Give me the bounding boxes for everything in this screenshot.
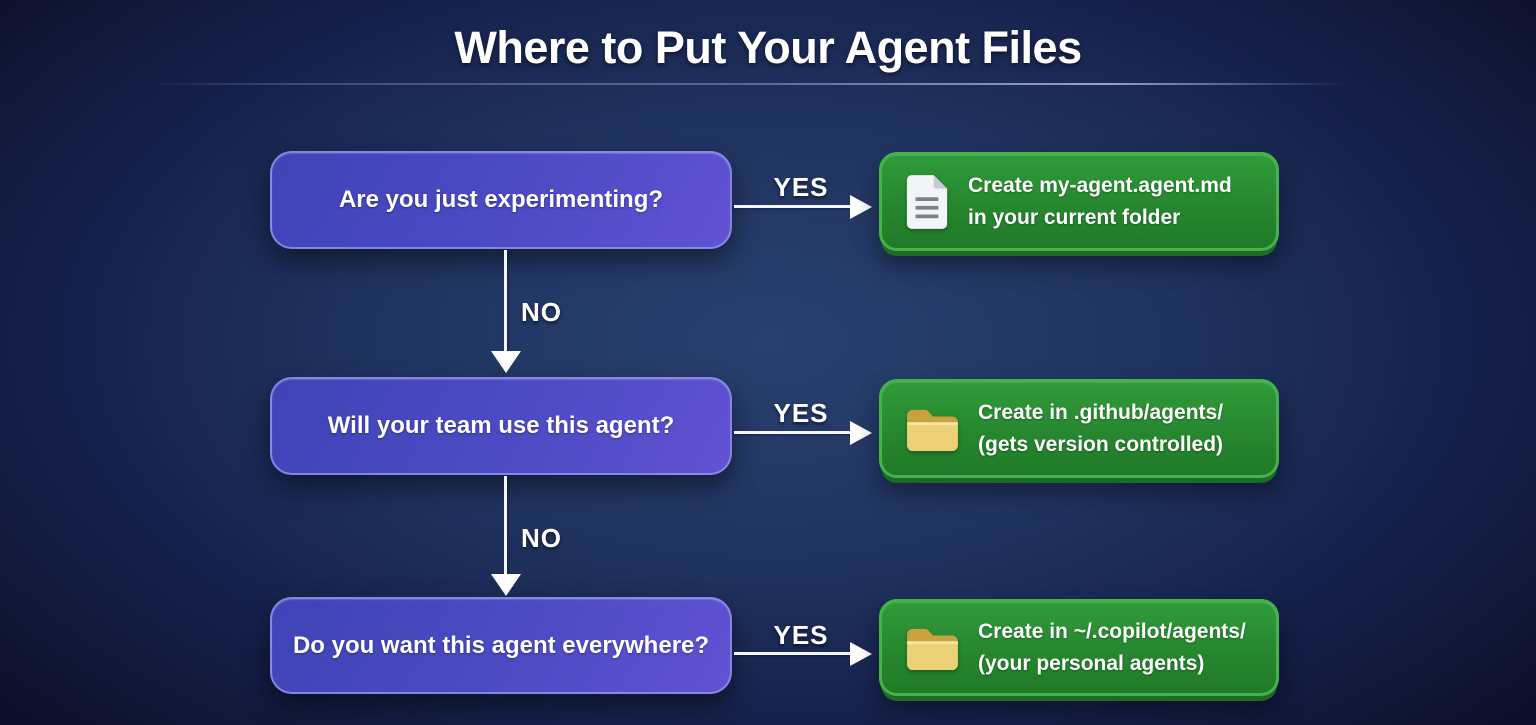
question-text: Do you want this agent everywhere? (292, 631, 710, 659)
yes-arrow-line-2 (734, 431, 854, 434)
yes-label-1: YES (773, 172, 829, 202)
page-title: Where to Put Your Agent Files (454, 22, 1082, 73)
no-arrow-line-1 (504, 250, 507, 353)
answer-text: Create in ~/.copilot/agents/ (your perso… (978, 616, 1246, 679)
no-label-1: NO (521, 297, 562, 327)
question-box-agent-everywhere: Do you want this agent everywhere? (270, 597, 732, 694)
no-label-2: NO (521, 523, 562, 553)
answer-box-current-folder: Create my-agent.agent.md in your current… (879, 152, 1279, 251)
yes-label-3: YES (773, 620, 829, 650)
answer-line-1: Create my-agent.agent.md (968, 174, 1232, 197)
answer-line-1: Create in .github/agents/ (978, 401, 1224, 424)
answer-text: Create my-agent.agent.md in your current… (968, 170, 1232, 233)
document-icon (904, 174, 950, 230)
answer-text: Create in .github/agents/ (gets version … (978, 397, 1223, 460)
folder-icon (904, 406, 960, 452)
answer-line-2: in your current folder (968, 205, 1181, 229)
yes-arrow-head-2 (850, 421, 872, 445)
answer-box-copilot-agents: Create in ~/.copilot/agents/ (your perso… (879, 599, 1279, 696)
title-divider (150, 83, 1345, 85)
question-text: Are you just experimenting? (338, 186, 664, 213)
answer-line-2: (your personal agents) (978, 651, 1205, 675)
question-box-experimenting: Are you just experimenting? (270, 151, 732, 249)
yes-arrow-head-3 (850, 642, 872, 666)
answer-line-2: (gets version controlled) (978, 432, 1224, 456)
yes-label-2: YES (773, 398, 829, 428)
answer-box-github-agents: Create in .github/agents/ (gets version … (879, 379, 1279, 478)
question-box-team-use: Will your team use this agent? (270, 377, 732, 475)
no-arrow-line-2 (504, 476, 507, 576)
question-text: Will your team use this agent? (327, 412, 675, 439)
yes-arrow-line-1 (734, 205, 854, 208)
yes-arrow-head-1 (850, 195, 872, 219)
no-arrow-head-2 (491, 574, 521, 596)
yes-arrow-line-3 (734, 652, 854, 655)
folder-icon (904, 625, 960, 671)
no-arrow-head-1 (491, 351, 521, 373)
answer-line-1: Create in ~/.copilot/agents/ (978, 620, 1246, 643)
